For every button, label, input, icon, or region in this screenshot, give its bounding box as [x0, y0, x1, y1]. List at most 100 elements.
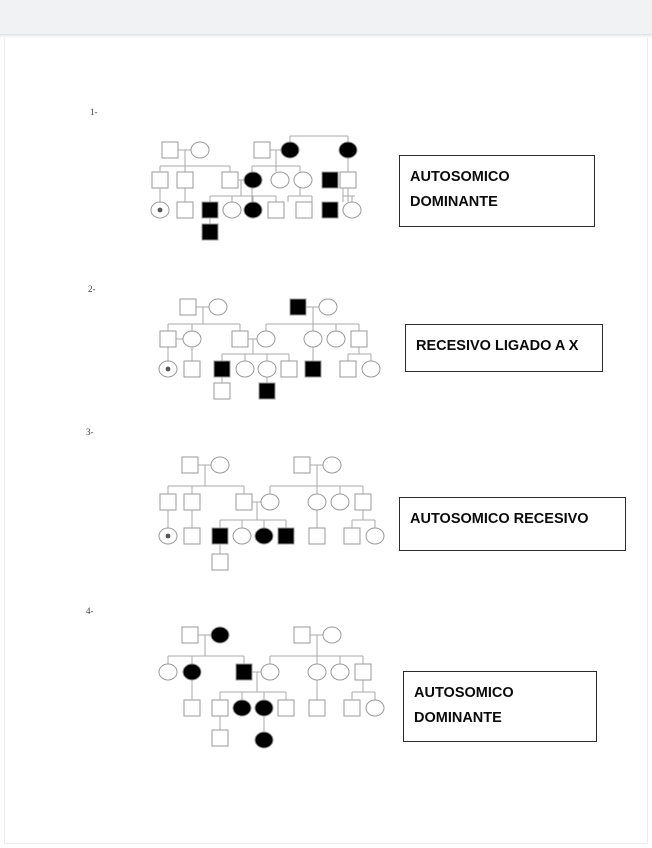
pedigree-symbol-male	[176, 171, 194, 189]
pedigree-symbol-male-affected	[277, 527, 295, 545]
pedigree-symbol-female	[365, 527, 385, 545]
pedigree-symbol-male	[267, 201, 285, 219]
pedigree-carrier-dot	[165, 366, 171, 372]
pedigree-symbol-male	[211, 699, 229, 717]
answer-box-2: RECESIVO LIGADO A X	[405, 324, 603, 372]
pedigree-chart-1	[150, 135, 362, 241]
pedigree-symbol-male-affected	[289, 298, 307, 316]
pedigree-symbol-male	[221, 171, 239, 189]
pedigree-symbol-male	[235, 493, 253, 511]
pedigree-symbol-male-affected	[321, 171, 339, 189]
pedigree-symbol-female-affected	[243, 171, 263, 189]
pedigree-symbol-male	[354, 493, 372, 511]
answer-line: AUTOSOMICO	[410, 169, 510, 185]
pedigree-symbol-male	[295, 201, 313, 219]
pedigree-symbol-male	[253, 141, 271, 159]
pedigree-symbol-male	[354, 663, 372, 681]
pedigree-symbol-female	[260, 663, 280, 681]
pedigree-symbol-female	[210, 456, 230, 474]
pedigree-symbol-female	[307, 493, 327, 511]
pedigree-symbol-male-affected	[213, 360, 231, 378]
pedigree-symbol-male	[183, 360, 201, 378]
pedigree-symbol-female	[257, 360, 277, 378]
answer-line: AUTOSOMICO	[414, 685, 514, 701]
pedigree-symbol-male	[211, 729, 229, 747]
viewer-top-bar-shadow	[0, 35, 652, 38]
pedigree-chart-4	[158, 626, 385, 749]
pedigree-symbol-female	[303, 330, 323, 348]
pedigree-symbol-female	[365, 699, 385, 717]
pedigree-symbol-male	[339, 171, 357, 189]
pedigree-symbol-female	[318, 298, 338, 316]
pedigree-symbol-female-affected	[254, 699, 274, 717]
pedigree-symbol-female	[270, 171, 290, 189]
pedigree-symbol-male	[183, 527, 201, 545]
answer-box-4: AUTOSOMICO DOMINANTE	[403, 671, 597, 742]
pedigree-symbol-male	[339, 360, 357, 378]
item-number-1: 1-	[90, 107, 98, 117]
pedigree-symbol-female-affected	[254, 527, 274, 545]
pedigree-chart-3	[158, 456, 385, 571]
pedigree-symbol-male	[176, 201, 194, 219]
pedigree-symbol-male	[211, 553, 229, 571]
pedigree-symbol-male-affected	[321, 201, 339, 219]
pedigree-symbol-female	[182, 330, 202, 348]
item-number-4: 4-	[86, 606, 94, 616]
item-number-3: 3-	[86, 427, 94, 437]
pedigree-carrier-dot	[157, 207, 163, 213]
pedigree-symbol-male	[308, 527, 326, 545]
pedigree-symbol-female-affected	[280, 141, 300, 159]
pedigree-symbol-female	[256, 330, 276, 348]
pedigree-symbol-male	[179, 298, 197, 316]
pedigree-symbol-female-affected	[243, 201, 263, 219]
pedigree-symbol-female	[326, 330, 346, 348]
pedigree-symbol-female	[342, 201, 362, 219]
pedigree-symbol-male	[277, 699, 295, 717]
answer-line: DOMINANTE	[414, 710, 502, 726]
pedigree-symbol-female-affected	[338, 141, 358, 159]
pedigree-symbol-female	[330, 663, 350, 681]
pedigree-symbol-female	[322, 456, 342, 474]
pedigree-symbol-female	[330, 493, 350, 511]
pedigree-symbol-female	[307, 663, 327, 681]
pedigree-symbol-female	[232, 527, 252, 545]
pedigree-symbol-male	[159, 493, 177, 511]
pedigree-symbol-female	[260, 493, 280, 511]
pedigree-symbol-male	[181, 456, 199, 474]
pedigree-symbol-female	[293, 171, 313, 189]
pedigree-symbol-male	[213, 382, 231, 400]
pedigree-symbol-male	[151, 171, 169, 189]
pedigree-symbol-male-affected	[304, 360, 322, 378]
pedigree-symbol-male	[343, 699, 361, 717]
pedigree-symbol-male	[308, 699, 326, 717]
pedigree-symbol-male	[183, 699, 201, 717]
pedigree-symbol-male	[159, 330, 177, 348]
pedigree-symbol-male-affected	[211, 527, 229, 545]
pedigree-symbol-male	[293, 456, 311, 474]
answer-box-1: AUTOSOMICO DOMINANTE	[399, 155, 595, 227]
pedigree-symbol-female	[190, 141, 210, 159]
pedigree-symbol-female-affected	[210, 626, 230, 644]
pedigree-symbol-male-affected	[201, 223, 219, 241]
pedigree-symbol-female-affected	[254, 731, 274, 749]
pedigree-symbol-male	[280, 360, 298, 378]
pedigree-carrier-dot	[165, 533, 171, 539]
pedigree-symbol-male	[293, 626, 311, 644]
pedigree-symbol-male-affected	[235, 663, 253, 681]
pedigree-symbol-male-affected	[258, 382, 276, 400]
answer-line: RECESIVO LIGADO A X	[416, 338, 579, 354]
pedigree-symbol-female-affected	[232, 699, 252, 717]
pedigree-symbol-male	[350, 330, 368, 348]
pedigree-symbol-female	[158, 663, 178, 681]
pedigree-symbol-female	[208, 298, 228, 316]
item-number-2: 2-	[88, 284, 96, 294]
pedigree-symbol-female	[361, 360, 381, 378]
answer-line: AUTOSOMICO RECESIVO	[410, 511, 589, 527]
pedigree-symbol-male	[183, 493, 201, 511]
viewer-top-bar	[0, 0, 652, 35]
pedigree-symbol-female	[322, 626, 342, 644]
answer-line: DOMINANTE	[410, 194, 498, 210]
pedigree-symbol-female	[222, 201, 242, 219]
pedigree-symbol-female	[235, 360, 255, 378]
